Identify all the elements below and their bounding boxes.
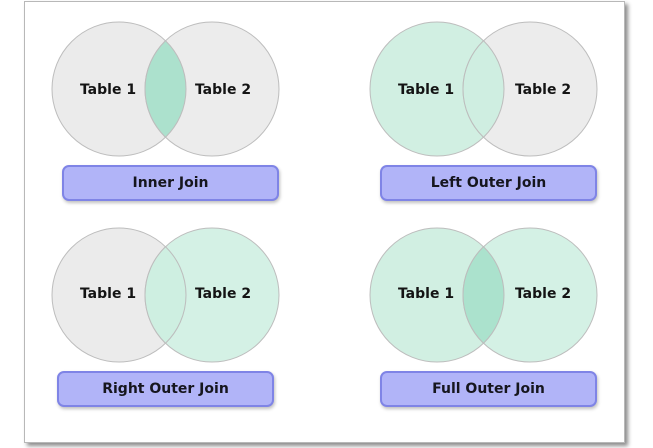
table1-label: Table 1 bbox=[80, 82, 136, 98]
inner-join-label: Inner Join bbox=[132, 175, 209, 191]
table1-label: Table 1 bbox=[398, 286, 454, 302]
table2-label: Table 2 bbox=[515, 286, 571, 302]
left-outer-join-button[interactable]: Left Outer Join bbox=[380, 165, 597, 201]
table2-label: Table 2 bbox=[195, 286, 251, 302]
overlap-region bbox=[144, 246, 187, 344]
overlap-region bbox=[462, 40, 505, 138]
venn-full-outer-join: Table 1 Table 2 bbox=[369, 227, 598, 363]
full-outer-join-button[interactable]: Full Outer Join bbox=[380, 371, 597, 407]
right-outer-join-button[interactable]: Right Outer Join bbox=[57, 371, 274, 407]
table2-label: Table 2 bbox=[515, 82, 571, 98]
table2-label: Table 2 bbox=[195, 82, 251, 98]
table1-label: Table 1 bbox=[398, 82, 454, 98]
venn-left-outer-join: Table 1 Table 2 bbox=[369, 21, 598, 157]
right-outer-join-label: Right Outer Join bbox=[102, 381, 229, 397]
inner-join-button[interactable]: Inner Join bbox=[62, 165, 279, 201]
venn-right-outer-join: Table 1 Table 2 bbox=[51, 227, 280, 363]
overlap-region bbox=[462, 246, 505, 344]
left-outer-join-label: Left Outer Join bbox=[430, 175, 547, 191]
overlap-region bbox=[144, 40, 187, 138]
full-outer-join-label: Full Outer Join bbox=[432, 381, 545, 397]
table1-label: Table 1 bbox=[80, 286, 136, 302]
venn-inner-join: Table 1 Table 2 bbox=[51, 21, 280, 157]
